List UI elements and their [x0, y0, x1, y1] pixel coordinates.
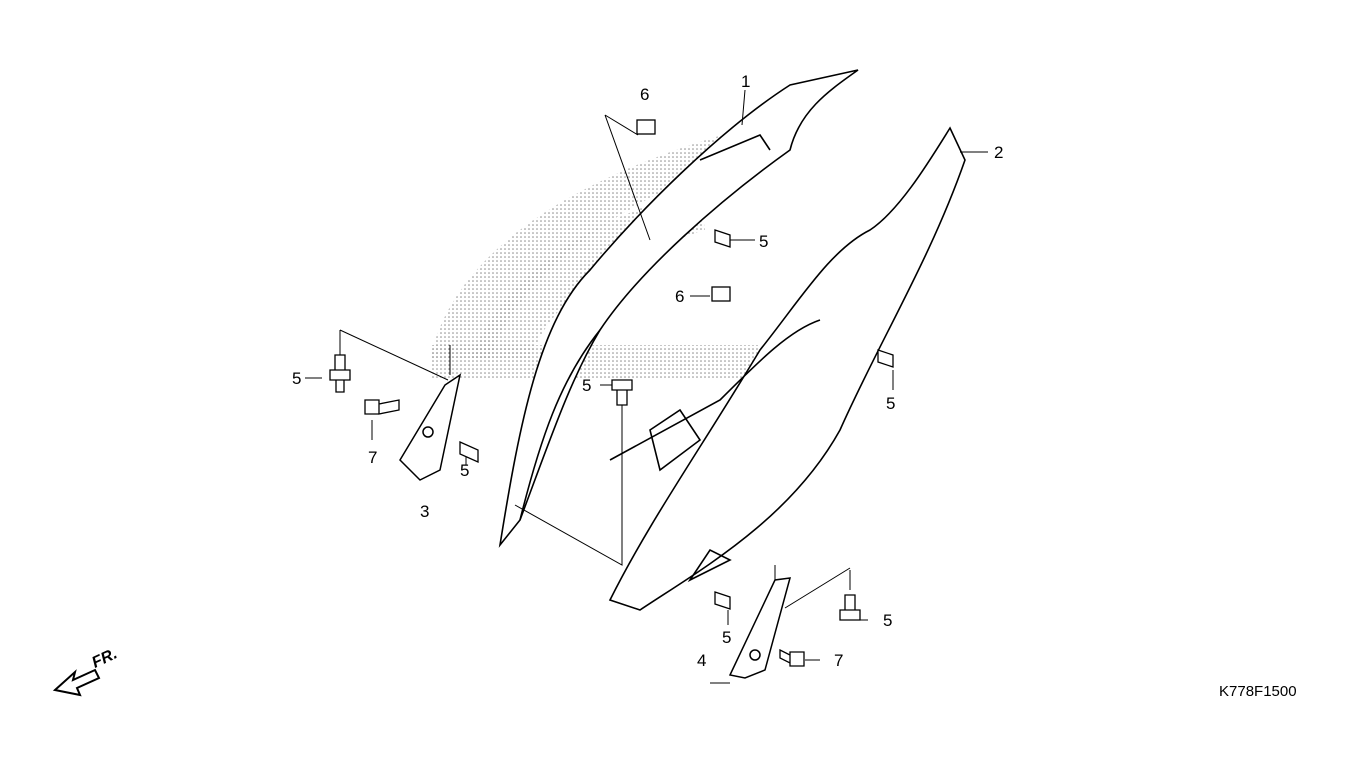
part-4-lower-cover — [728, 577, 792, 679]
clip-nut-icon — [711, 286, 731, 302]
fasteners — [329, 119, 894, 667]
clip-icon — [877, 349, 894, 368]
callout-4: 4 — [697, 651, 707, 670]
callout-5: 5 — [582, 376, 592, 395]
clip-icon — [611, 379, 633, 406]
callout-2: 2 — [994, 143, 1004, 162]
clip-nut-icon — [636, 119, 656, 135]
callout-7: 7 — [834, 651, 844, 670]
clip-icon — [329, 354, 351, 393]
clip-icon — [714, 229, 731, 248]
callout-1: 1 — [741, 72, 751, 91]
callout-6: 6 — [640, 85, 650, 104]
drawing-code: K778F1500 — [1219, 683, 1297, 700]
callout-5: 5 — [722, 628, 732, 647]
part-2-cover-left — [608, 126, 966, 611]
callout-5: 5 — [886, 394, 896, 413]
clip-icon — [714, 591, 731, 610]
bolt-icon — [779, 648, 805, 667]
callout-3: 3 — [420, 502, 430, 521]
part-1-cover-right — [498, 69, 859, 548]
callout-5: 5 — [883, 611, 893, 630]
clip-icon — [459, 440, 479, 464]
part-3-lower-cover — [399, 373, 462, 481]
clip-icon — [839, 594, 861, 621]
callout-6: 6 — [675, 287, 685, 306]
callout-7: 7 — [368, 448, 378, 467]
front-direction-arrow-icon — [52, 668, 101, 697]
callout-5: 5 — [759, 232, 769, 251]
callout-5: 5 — [460, 461, 470, 480]
bolt-icon — [364, 399, 400, 415]
callout-5: 5 — [292, 369, 302, 388]
